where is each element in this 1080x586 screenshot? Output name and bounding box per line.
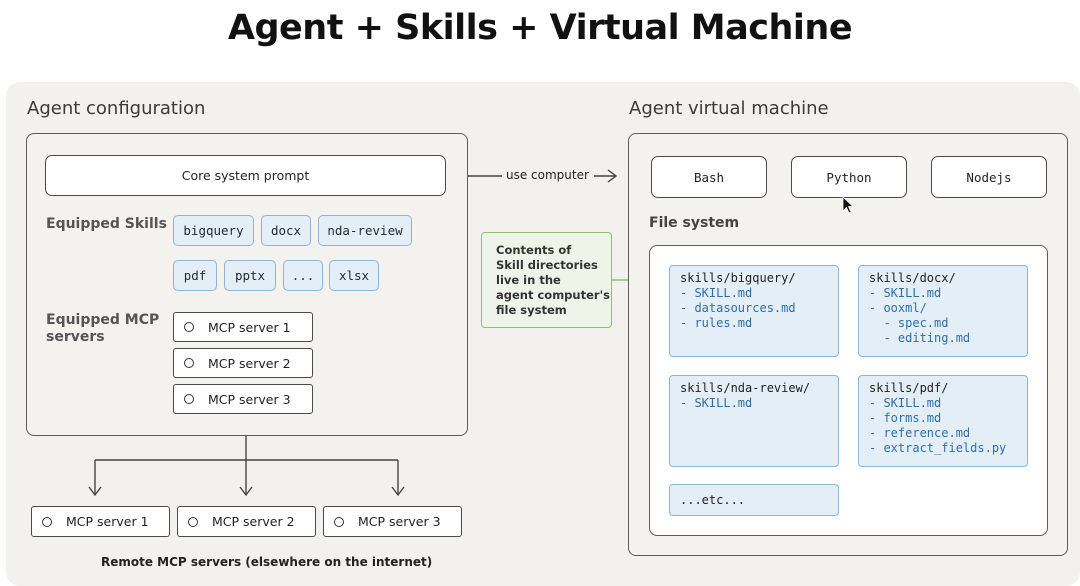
dir-name: skills/bigquery/ <box>680 271 796 285</box>
equipped-mcp-label-line2: servers <box>46 329 105 345</box>
circle-icon <box>184 394 194 404</box>
mcp-server-label: MCP server 3 <box>358 514 441 529</box>
skill-xlsx: xlsx <box>329 260 379 291</box>
core-system-prompt: Core system prompt <box>45 155 446 196</box>
equipped-mcp-server-1: MCP server 1 <box>173 312 313 342</box>
equipped-mcp-label-line1: Equipped MCP <box>46 312 160 328</box>
file-entry: - reference.md <box>869 426 971 440</box>
vm-label: Agent virtual machine <box>629 98 829 119</box>
mcp-server-label: MCP server 2 <box>208 355 291 371</box>
file-entry: - datasources.md <box>680 301 796 315</box>
dir-name: skills/pdf/ <box>869 381 949 395</box>
remote-mcp-server-1: MCP server 1 <box>31 506 170 537</box>
mcp-server-label: MCP server 1 <box>208 319 291 335</box>
note-line: Contents of <box>496 243 572 257</box>
note-line: Skill directories <box>496 258 598 272</box>
agent-config-label: Agent configuration <box>27 98 206 119</box>
remote-mcp-server-3: MCP server 3 <box>323 506 462 537</box>
skill-more: ... <box>283 260 323 291</box>
file-system-label: File system <box>649 215 740 231</box>
runtime-nodejs: Nodejs <box>931 156 1047 198</box>
dir-docx: skills/docx/ - SKILL.md - ooxml/ - spec.… <box>858 265 1028 357</box>
equipped-mcp-server-2: MCP server 2 <box>173 348 313 378</box>
dir-name: skills/nda-review/ <box>680 381 811 395</box>
equipped-mcp-server-3: MCP server 3 <box>173 384 313 414</box>
skill-docx: docx <box>261 215 311 246</box>
file-entry: - rules.md <box>680 316 753 330</box>
note-line: file system <box>496 303 567 317</box>
circle-icon <box>184 322 194 332</box>
runtime-python: Python <box>791 156 907 198</box>
file-entry: - SKILL.md <box>869 286 942 300</box>
file-entry: - forms.md <box>869 411 942 425</box>
note-line: agent computer's <box>496 288 610 302</box>
mcp-server-label: MCP server 3 <box>208 391 291 407</box>
file-entry: - extract_fields.py <box>869 441 1007 455</box>
file-entry: - editing.md <box>869 331 971 345</box>
circle-icon <box>42 516 52 527</box>
use-computer-label: use computer <box>506 168 589 182</box>
equipped-skills-label: Equipped Skills <box>46 216 167 232</box>
circle-icon <box>334 516 344 527</box>
skill-bigquery: bigquery <box>173 215 254 246</box>
page-title: Agent + Skills + Virtual Machine <box>227 8 853 48</box>
skill-pptx: pptx <box>224 260 276 291</box>
skill-nda-review: nda-review <box>318 215 412 246</box>
mcp-server-label: MCP server 1 <box>66 514 149 529</box>
file-entry: - SKILL.md <box>869 396 942 410</box>
file-entry: - SKILL.md <box>680 396 753 410</box>
dir-etc: ...etc... <box>669 484 839 516</box>
remote-mcp-server-2: MCP server 2 <box>177 506 316 537</box>
note-line: live in the <box>496 273 561 287</box>
file-entry: - SKILL.md <box>680 286 753 300</box>
dir-bigquery: skills/bigquery/ - SKILL.md - datasource… <box>669 265 839 357</box>
remote-mcp-label: Remote MCP servers (elsewhere on the int… <box>101 555 433 569</box>
skill-pdf: pdf <box>173 260 217 291</box>
circle-icon <box>184 358 194 368</box>
runtime-bash: Bash <box>651 156 767 198</box>
dir-name: skills/docx/ <box>869 271 956 285</box>
mcp-server-label: MCP server 2 <box>212 514 295 529</box>
equipped-mcp-label: Equipped MCP servers <box>46 312 159 346</box>
etc-label: ...etc... <box>680 493 746 507</box>
dir-nda-review: skills/nda-review/ - SKILL.md <box>669 375 839 467</box>
skill-directories-note: Contents of Skill directories live in th… <box>481 232 612 328</box>
dir-pdf: skills/pdf/ - SKILL.md - forms.md - refe… <box>858 375 1028 467</box>
circle-icon <box>188 516 198 527</box>
file-entry: - ooxml/ <box>869 301 927 315</box>
file-entry: - spec.md <box>869 316 949 330</box>
